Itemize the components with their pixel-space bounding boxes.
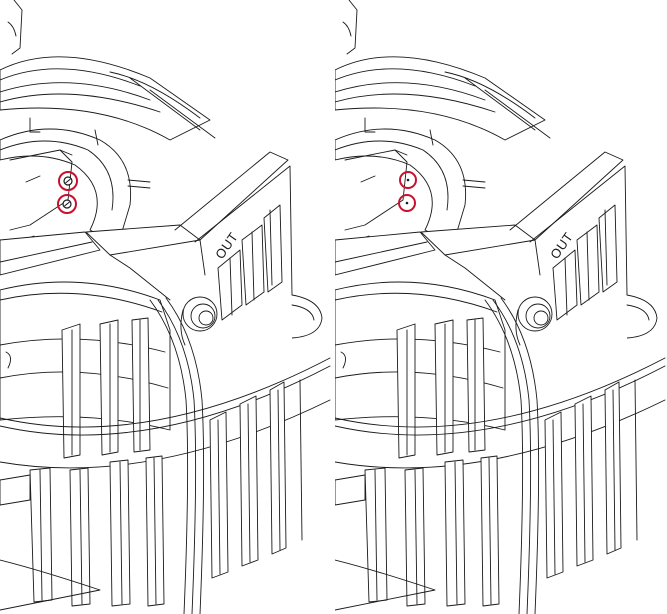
tank-illustration: OUT [335,0,666,614]
highlight-ring-upper [399,171,417,189]
highlight-ring-lower [398,194,416,212]
panel-screws-fitted: OUT [0,0,332,614]
screw-upper [63,176,73,186]
highlight-ring-upper [58,171,78,191]
tank-illustration: OUT [0,0,331,614]
screw-hole-lower [405,201,409,205]
screw-lower [62,199,72,209]
panel-screws-removed: OUT [335,0,667,614]
highlight-ring-lower [57,194,77,214]
screw-hole-upper [406,178,410,182]
